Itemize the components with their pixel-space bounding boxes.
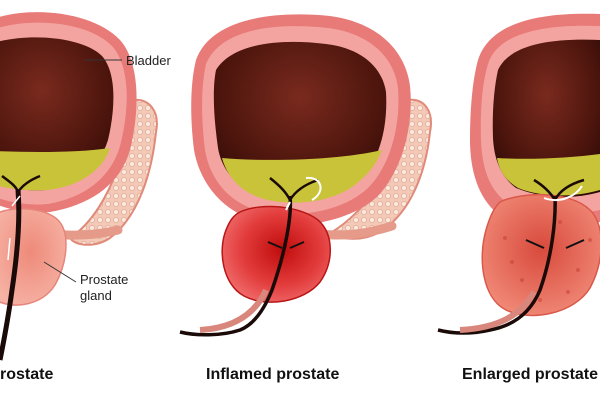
obstruction-arrow xyxy=(289,241,305,249)
urethra xyxy=(437,195,557,335)
obstruction-arrow xyxy=(565,239,585,249)
flow-arrow xyxy=(11,195,21,207)
flow-arrow xyxy=(7,237,11,261)
enlarged-prostate-panel xyxy=(437,13,600,335)
urethra xyxy=(0,189,22,361)
backflow-arrow xyxy=(305,176,322,201)
urethra xyxy=(179,195,293,337)
bladder-label: Bladder xyxy=(126,53,171,68)
obstruction-arrow xyxy=(525,239,545,249)
prostate-gland-label-line2: gland xyxy=(80,288,112,303)
urine xyxy=(222,150,382,203)
urine xyxy=(0,148,110,191)
caption-inflamed-prostate: Inflamed prostate xyxy=(206,366,340,383)
prostate-gland-enlarged xyxy=(481,193,600,317)
urethra-tissue xyxy=(199,288,269,333)
urethra-tissue xyxy=(459,290,537,333)
prostate-gland-label: Prostate gland xyxy=(80,272,128,304)
prostate-callout-line xyxy=(43,261,77,283)
caption-normal-prostate: rostate xyxy=(0,366,54,383)
urine xyxy=(497,154,600,196)
inflamed-prostate-panel xyxy=(179,14,432,337)
prostate-gland-inflamed xyxy=(221,205,331,303)
obstruction-arrow xyxy=(267,241,283,249)
caption-enlarged-prostate: Enlarged prostate xyxy=(462,366,599,383)
normal-prostate-panel xyxy=(0,12,158,361)
backflow-arrow xyxy=(543,185,583,202)
prostate-gland-label-line1: Prostate xyxy=(80,272,129,287)
prostate-texture-dots xyxy=(503,220,592,302)
backflow-arrow xyxy=(285,201,291,211)
urethra-neck xyxy=(269,177,319,203)
urethra-neck xyxy=(1,174,41,195)
